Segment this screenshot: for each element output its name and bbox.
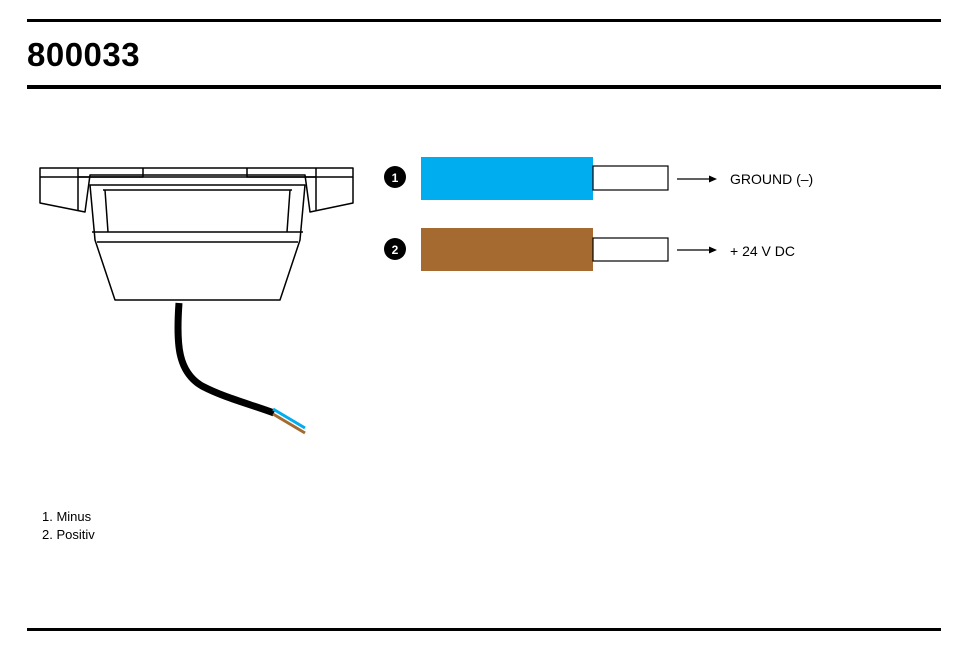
badge-2 — [384, 238, 406, 260]
legend-item-1: 1. Minus — [42, 509, 92, 524]
badge-2-number: 2 — [392, 243, 399, 257]
page-title: 800033 — [27, 36, 141, 73]
wire-row-2: 2 + 24 V DC — [384, 228, 795, 271]
wire-tip-brown — [272, 412, 306, 435]
legend-item-2: 2. Positiv — [42, 527, 95, 542]
wire-1-label: GROUND (–) — [730, 171, 813, 187]
top-rule — [27, 19, 941, 22]
title-underline — [27, 85, 941, 89]
wire-2-insulation — [421, 228, 593, 271]
wire-1-insulation — [421, 157, 593, 200]
arrow-2-head — [709, 246, 717, 254]
arrow-1-head — [709, 175, 717, 183]
cable — [174, 302, 306, 435]
badge-1 — [384, 166, 406, 188]
bottom-rule — [27, 628, 941, 631]
badge-1-number: 1 — [392, 171, 399, 185]
wire-2-conductor — [592, 237, 669, 262]
wire-2-label: + 24 V DC — [730, 243, 795, 259]
wire-1-conductor — [592, 165, 669, 191]
wire-tip-blue — [272, 407, 306, 430]
wire-row-1: 1 GROUND (–) — [384, 157, 813, 200]
legend: 1. Minus 2. Positiv — [42, 508, 95, 544]
product-illustration — [39, 167, 354, 301]
